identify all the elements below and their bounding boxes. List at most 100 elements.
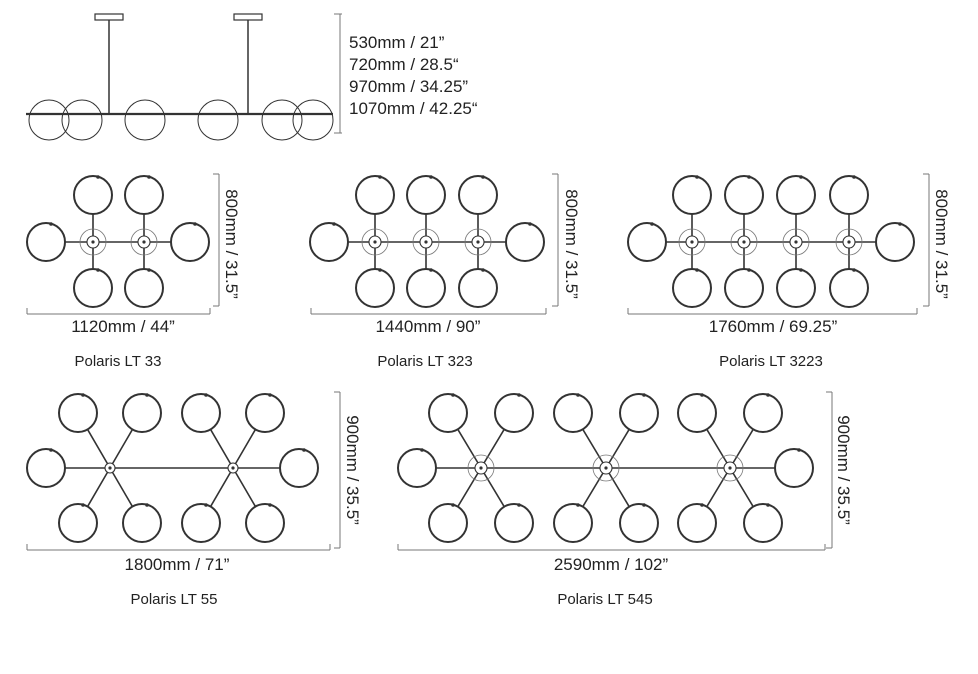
socket-cap (695, 268, 699, 272)
socket-cap (268, 393, 272, 397)
socket-cap (799, 268, 803, 272)
globe (774, 448, 814, 488)
globe (829, 175, 869, 215)
arm (86, 429, 111, 469)
arm (109, 467, 134, 507)
globe (829, 268, 869, 308)
socket-cap (81, 393, 85, 397)
model-name: Polaris LT 55 (131, 591, 218, 608)
fixture-plan-polaris-lt-33 (26, 173, 220, 315)
socket-cap (451, 393, 455, 397)
socket-cap (49, 222, 53, 226)
globe (553, 503, 593, 543)
globe (428, 503, 468, 543)
socket-cap (528, 222, 532, 226)
globe (309, 222, 349, 262)
socket-cap (268, 503, 272, 507)
globe (122, 503, 162, 543)
hub-center (142, 240, 146, 244)
socket-cap (898, 222, 902, 226)
globe (355, 268, 395, 308)
arm (605, 428, 630, 469)
socket-cap (747, 268, 751, 272)
width-dimension-label: 1800mm / 71” (125, 555, 230, 574)
globe (122, 393, 162, 433)
socket-cap (517, 503, 521, 507)
globe (406, 175, 446, 215)
globe (124, 175, 164, 215)
globe (553, 393, 593, 433)
hub-center (742, 240, 746, 244)
ceiling-canopy-left (94, 13, 124, 21)
globe (494, 503, 534, 543)
globe (245, 393, 285, 433)
globe (26, 222, 66, 262)
globe (26, 448, 66, 488)
globe (672, 175, 712, 215)
hub-center (108, 466, 112, 470)
socket-cap (145, 393, 149, 397)
hub-center (690, 240, 694, 244)
globe (743, 393, 783, 433)
width-dimension-label: 1760mm / 69.25” (709, 317, 838, 336)
socket-cap (204, 503, 208, 507)
globe (124, 99, 166, 141)
socket-cap (49, 448, 53, 452)
height-dimension-label: 800mm / 31.5” (222, 189, 241, 299)
globe (181, 503, 221, 543)
arm (480, 428, 505, 469)
socket-cap (642, 503, 646, 507)
hub-center (728, 466, 732, 470)
socket-cap (147, 175, 151, 179)
socket-cap (576, 393, 580, 397)
side-elevation-view (26, 13, 342, 141)
socket-cap (451, 503, 455, 507)
socket-cap (204, 393, 208, 397)
socket-cap (852, 175, 856, 179)
arm (729, 467, 754, 508)
socket-cap (145, 503, 149, 507)
socket-cap (517, 393, 521, 397)
globe (261, 99, 303, 141)
arm (605, 467, 630, 508)
socket-cap (799, 175, 803, 179)
hub-center (794, 240, 798, 244)
arm (86, 467, 111, 507)
width-dimension-label: 2590mm / 102” (554, 555, 669, 574)
width-dimension-label: 1440mm / 90” (376, 317, 481, 336)
arm (582, 467, 607, 508)
arm (706, 467, 731, 508)
globe (724, 268, 764, 308)
height-dimension-label: 800mm / 31.5” (932, 189, 951, 299)
hub-ring (412, 228, 440, 256)
globe (677, 393, 717, 433)
fixture-plan-polaris-lt-55 (26, 391, 341, 551)
hub-ring (716, 454, 744, 482)
arm (232, 429, 257, 469)
socket-cap (700, 503, 704, 507)
hub-ring (464, 228, 492, 256)
globe (428, 393, 468, 433)
socket-cap (302, 448, 306, 452)
globe (170, 222, 210, 262)
globe (279, 448, 319, 488)
globe (619, 503, 659, 543)
hub-ring (361, 228, 389, 256)
globe (61, 99, 103, 141)
globe (355, 175, 395, 215)
socket-cap (700, 393, 704, 397)
globe (58, 503, 98, 543)
arm (729, 428, 754, 469)
globe (677, 503, 717, 543)
socket-cap (650, 222, 654, 226)
arm (209, 429, 234, 469)
arm (457, 467, 482, 508)
hub-center (479, 466, 483, 470)
socket-cap (420, 448, 424, 452)
hub-ring (592, 454, 620, 482)
globe (197, 99, 239, 141)
socket-cap (81, 503, 85, 507)
globe (724, 175, 764, 215)
socket-cap (96, 268, 100, 272)
